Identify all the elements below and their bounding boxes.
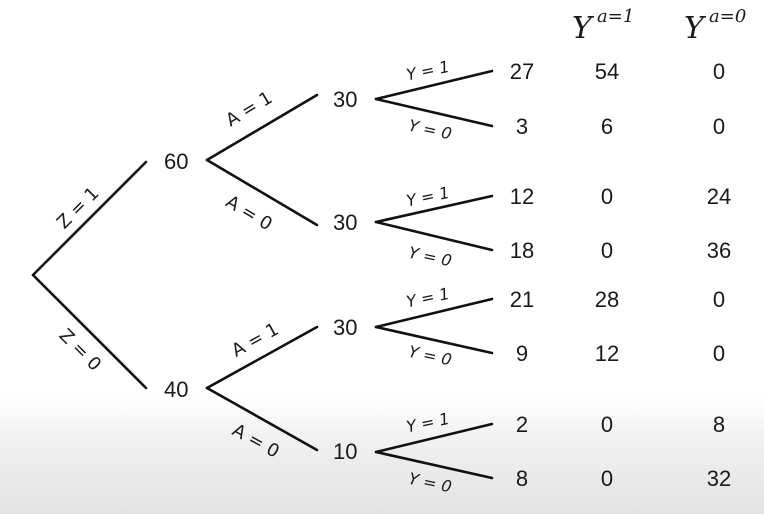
y-a0-value-3: 24 <box>707 184 731 209</box>
y-a1-value-4: 0 <box>601 238 613 263</box>
y-a1-value-7: 0 <box>601 412 613 437</box>
y-a0-value-7: 8 <box>713 412 725 437</box>
edge-y1-2 <box>374 194 494 224</box>
edge-z0-a0 <box>205 386 319 452</box>
leaf-count-4: 18 <box>510 238 534 263</box>
svg-text:a=1: a=1 <box>597 6 634 27</box>
y-a1-value-6: 12 <box>595 341 619 366</box>
edge-z1-a1 <box>205 93 319 162</box>
edge-y1-1 <box>374 69 494 101</box>
edge-z1 <box>31 160 148 277</box>
y-a0-value-8: 32 <box>707 466 731 491</box>
leaf-count-1: 27 <box>510 59 534 84</box>
edge-label-y1-1: Y = 1 <box>405 57 452 85</box>
svg-text:Y: Y <box>572 11 595 46</box>
edge-label-z0: Z = 0 <box>55 325 105 375</box>
svg-text:a=0: a=0 <box>709 6 746 27</box>
y-a0-value-1: 0 <box>713 59 725 84</box>
leaf-count-5: 21 <box>510 287 534 312</box>
y-a0-value-6: 0 <box>713 341 725 366</box>
edge-y0-2 <box>374 220 494 252</box>
edge-y1-4 <box>374 422 494 454</box>
svg-text:Y: Y <box>684 11 707 46</box>
node-a-count-4: 10 <box>333 439 357 464</box>
node-z1-count: 60 <box>164 149 188 174</box>
y-a1-value-5: 28 <box>595 287 619 312</box>
edge-label-z1-a0: A = 0 <box>222 191 276 235</box>
edge-y0-3 <box>374 325 494 355</box>
edge-label-y0-3: Y = 0 <box>407 342 454 370</box>
leaf-count-2: 3 <box>516 114 528 139</box>
leaf-count-7: 2 <box>516 412 528 437</box>
y-a1-value-1: 54 <box>595 59 619 84</box>
y-a1-value-8: 0 <box>601 466 613 491</box>
y-a1-value-2: 6 <box>601 114 613 139</box>
edge-label-y1-3: Y = 1 <box>405 284 452 312</box>
node-z0-count: 40 <box>164 377 188 402</box>
edge-label-y0-1: Y = 0 <box>407 116 454 144</box>
node-a-count-3: 30 <box>333 315 357 340</box>
header-y-a1: Y a=1 <box>572 6 634 46</box>
node-a-count-1: 30 <box>333 87 357 112</box>
edge-z0 <box>31 273 148 390</box>
edge-y0-1 <box>374 97 494 128</box>
edge-y0-4 <box>374 450 494 480</box>
y-a0-value-2: 0 <box>713 114 725 139</box>
edge-label-y1-4: Y = 1 <box>405 409 452 437</box>
edge-label-z1: Z = 1 <box>53 183 103 233</box>
header-y-a0: Y a=0 <box>684 6 746 46</box>
edge-label-y0-4: Y = 0 <box>407 469 454 497</box>
y-a0-value-4: 36 <box>707 238 731 263</box>
edge-z1-a0 <box>205 158 319 227</box>
y-a1-value-3: 0 <box>601 184 613 209</box>
leaf-count-3: 12 <box>510 184 534 209</box>
y-a0-value-5: 0 <box>713 287 725 312</box>
node-a-count-2: 30 <box>333 210 357 235</box>
leaf-count-6: 9 <box>516 341 528 366</box>
edge-label-z0-a1: A = 1 <box>228 319 282 362</box>
edge-y1-3 <box>374 297 494 329</box>
edge-z0-a1 <box>205 325 319 390</box>
edge-label-y0-2: Y = 0 <box>407 243 454 271</box>
leaf-count-8: 8 <box>516 466 528 491</box>
